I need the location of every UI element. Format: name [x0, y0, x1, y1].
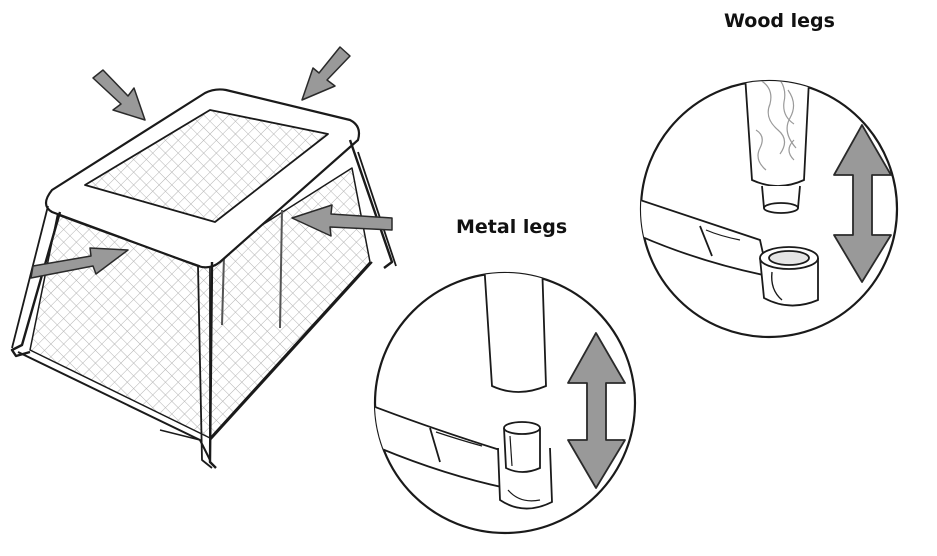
wood-legs-label: Wood legs: [724, 10, 835, 32]
crib-leg-front-right: [348, 139, 394, 269]
metal-legs-label: Metal legs: [456, 216, 568, 238]
metal-leg-tube: [483, 273, 547, 393]
metal-legs-detail: [373, 271, 637, 535]
arrow-top-right: [301, 46, 351, 101]
crib-leg-front-left: [10, 211, 62, 358]
wood-leg: [743, 81, 811, 187]
crib-press-arrows: [30, 46, 393, 279]
playard-crib: [10, 88, 397, 469]
metal-legs-double-arrow: [567, 332, 626, 489]
wood-legs-detail: [639, 79, 899, 339]
wood-leg-socket: [759, 257, 819, 307]
wood-legs-double-arrow: [833, 124, 892, 283]
arrow-top-left: [92, 69, 146, 121]
crib-leg-front-center: [208, 261, 217, 469]
arrow-right-side: [291, 204, 393, 237]
arrow-left-side: [30, 247, 129, 279]
